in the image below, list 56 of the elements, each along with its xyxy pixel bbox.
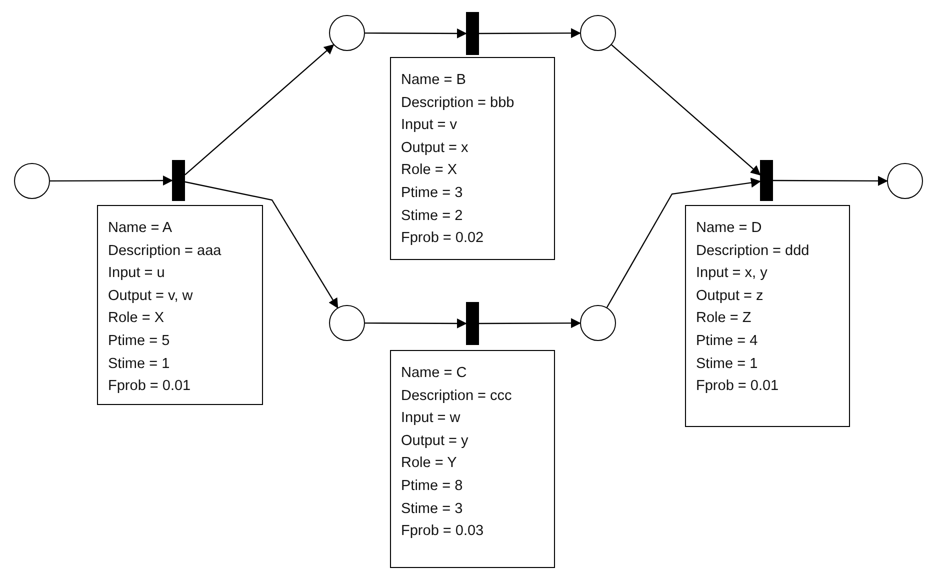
attribute-text: Name = D	[696, 219, 762, 238]
attribute-text: Stime = 2	[401, 206, 463, 226]
attribute-text: Ptime = 8	[401, 476, 463, 496]
arrow	[365, 318, 467, 328]
attribute-text: Ptime = 5	[108, 332, 170, 351]
attribute-text: Role = Y	[401, 454, 457, 474]
attribute-text: Stime = 3	[401, 500, 463, 519]
attribute-text: Input = v	[401, 116, 458, 136]
attribute-text: Stime = 1	[108, 354, 170, 374]
arrow	[773, 176, 888, 186]
attribute-text: Description = ddd	[696, 242, 810, 261]
attribute-text: Role = X	[108, 309, 164, 328]
attribute-text: Fprob = 0.02	[401, 229, 484, 248]
attribute-text: Fprob = 0.01	[696, 377, 779, 396]
attribute-text: Description = ccc	[401, 386, 512, 406]
attribute-text: Input = x, y	[696, 264, 768, 284]
transition-bar	[466, 302, 479, 345]
place-circle	[329, 15, 365, 51]
attribute-text: Output = v, w	[108, 286, 193, 306]
place-circle	[580, 305, 616, 341]
attribute-text: Input = u	[108, 264, 165, 284]
attribute-box	[97, 205, 263, 405]
transition-bar	[172, 160, 185, 201]
attribute-text: Input = w	[401, 409, 460, 428]
arrow	[606, 178, 761, 308]
attribute-text: Role = Z	[696, 309, 752, 328]
attribute-text: Name = B	[401, 71, 466, 90]
attribute-text: Name = C	[401, 364, 467, 383]
attribute-text: Description = bbb	[401, 94, 514, 113]
arrow	[50, 176, 173, 186]
arrow	[184, 181, 338, 308]
transition-bar	[760, 160, 773, 201]
arrow	[184, 44, 334, 176]
attribute-text: Description = aaa	[108, 242, 222, 261]
attribute-text: Fprob = 0.03	[401, 522, 484, 542]
attribute-text: Output = x	[401, 138, 468, 158]
place-circle	[887, 163, 923, 199]
attribute-text: Ptime = 3	[401, 184, 463, 203]
arrow	[479, 318, 581, 328]
attribute-text: Output = z	[696, 286, 764, 306]
attribute-box	[390, 57, 555, 260]
place-circle	[329, 305, 365, 341]
arrow	[479, 28, 581, 38]
attribute-text: Role = X	[401, 161, 458, 180]
attribute-text: Name = A	[108, 219, 172, 238]
place-circle	[14, 163, 50, 199]
arrow	[365, 28, 467, 38]
attribute-text: Ptime = 4	[696, 332, 758, 351]
attribute-text: Fprob = 0.01	[108, 377, 191, 396]
attribute-box	[685, 205, 850, 427]
attribute-box	[390, 350, 555, 568]
transition-bar	[466, 12, 479, 55]
arrow	[611, 44, 761, 176]
attribute-text: Output = y	[401, 432, 468, 451]
attribute-text: Stime = 1	[696, 354, 758, 374]
place-circle	[580, 15, 616, 51]
